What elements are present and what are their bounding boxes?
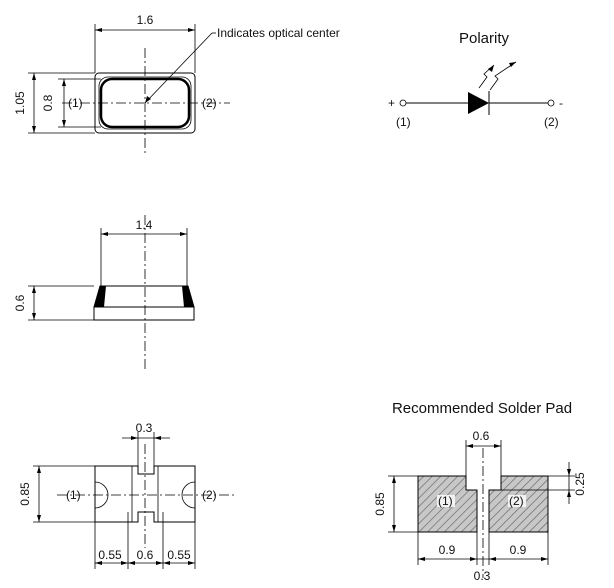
dim-bottom-mid: 0.6: [137, 548, 154, 562]
dim-pad-gap: 0.3: [474, 569, 491, 583]
polarity-pin2: (2): [544, 115, 559, 129]
bottom-view-pin2: (2): [202, 488, 217, 502]
polarity-plus: +: [388, 96, 395, 110]
polarity-minus: -: [559, 96, 563, 110]
top-view-pin2: (2): [202, 96, 217, 110]
diode-triangle-icon: [468, 92, 489, 114]
bottom-view-pin1: (1): [66, 488, 81, 502]
solder-pad-title: Recommended Solder Pad: [392, 400, 572, 417]
dim-bottom-height: 0.85: [18, 482, 32, 506]
side-view: 1.4 0.6: [13, 215, 195, 370]
dim-pad-top-width: 0.6: [473, 429, 490, 443]
dim-bottom-left: 0.55: [98, 548, 122, 562]
top-view: 1.6 1.05 0.8 (1) (2) Indicates optical c…: [13, 13, 340, 155]
dim-pad-right: 0.9: [510, 543, 527, 557]
polarity-symbol: Polarity + - (1) (2): [388, 30, 563, 129]
dim-top-height-outer: 1.05: [13, 91, 27, 115]
dim-pad-height: 0.85: [373, 492, 387, 516]
dim-pad-notch: 0.25: [573, 472, 587, 496]
dim-side-width: 1.4: [136, 218, 153, 232]
polarity-title: Polarity: [459, 30, 510, 47]
optical-center-note: Indicates optical center: [217, 26, 340, 40]
solder-pad-pin1: (1): [438, 494, 453, 508]
bottom-view: 0.3 0.85 (1) (2) 0.55 0.6 0.55: [18, 421, 235, 569]
dim-top-height-lens: 0.8: [41, 94, 55, 111]
light-emission-icon: [478, 61, 517, 91]
dim-top-width: 1.6: [137, 13, 154, 27]
dim-bottom-gap: 0.3: [136, 421, 153, 435]
polarity-pin1: (1): [396, 115, 411, 129]
dim-bottom-right: 0.55: [167, 548, 191, 562]
side-view-body: [93, 306, 195, 321]
dim-pad-left: 0.9: [439, 543, 456, 557]
solder-pad: Recommended Solder Pad (1) (2) 0.6 0.25 …: [373, 400, 587, 583]
dim-side-height: 0.6: [13, 294, 27, 311]
top-view-pin1: (1): [68, 96, 83, 110]
solder-pad-pin2: (2): [509, 494, 524, 508]
